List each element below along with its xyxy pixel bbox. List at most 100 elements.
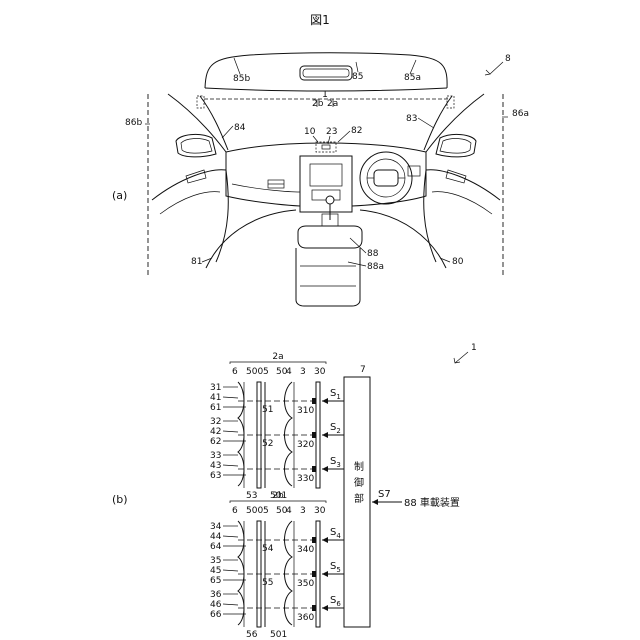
- optical-units: 2a65005504330S1314161S2324262S3334363515…: [210, 352, 344, 640]
- unit-inner-ref: 340: [297, 545, 314, 555]
- unit-top-ref: 500: [246, 367, 263, 377]
- ref-84: 84: [234, 123, 246, 133]
- unit-left-ref: 33: [210, 451, 221, 461]
- ref-86b: 86b: [125, 118, 142, 128]
- unit-top-ref: 5: [263, 506, 269, 516]
- unit-left-ref: 62: [210, 437, 221, 447]
- unit-top-ref: 30: [314, 506, 326, 516]
- ref-82: 82: [351, 126, 362, 136]
- door-left-inner: [160, 192, 220, 214]
- unit-top-ref: 5: [263, 367, 269, 377]
- ref-83: 83: [406, 114, 417, 124]
- unit-inner-ref: 350: [297, 579, 314, 589]
- steering-hub: [374, 170, 398, 186]
- signal-arrow: [322, 537, 328, 543]
- unit-left-ref: 45: [210, 566, 221, 576]
- signal-label-s4: S4: [330, 527, 341, 540]
- unit-inner-ref: 310: [297, 406, 314, 416]
- light-source: [312, 537, 316, 543]
- unit-left-leader: [223, 431, 238, 432]
- controller-ref: 7: [360, 365, 366, 375]
- unit-inner-ref: 360: [297, 613, 314, 623]
- unit-left-ref: 41: [210, 393, 221, 403]
- ref-system-1: 1: [471, 343, 477, 353]
- unit-bracket-2b: [230, 501, 326, 503]
- panel-a-vehicle-interior: (a): [112, 53, 529, 306]
- ref-88: 88: [367, 249, 379, 259]
- signal-arrow: [322, 398, 328, 404]
- center-display: [310, 164, 342, 186]
- signal-label-s6: S6: [330, 595, 341, 608]
- unit-left-leader: [223, 570, 238, 571]
- unit-inner-ref: 320: [297, 440, 314, 450]
- door-right-inner: [432, 192, 492, 214]
- unit-left-leader: [223, 604, 238, 605]
- ref-23: 23: [326, 127, 337, 137]
- unit-top-ref: 3: [300, 506, 306, 516]
- panel-b-label: (b): [112, 493, 128, 506]
- lens-array-4: [285, 382, 293, 486]
- unit-left-leader: [223, 397, 238, 398]
- unit-inner-ref: 54: [262, 544, 274, 554]
- unit-left-ref: 35: [210, 556, 221, 566]
- unit-top-ref: 6: [232, 506, 238, 516]
- unit-left-ref: 44: [210, 532, 222, 542]
- signal-label-s2: S2: [330, 422, 341, 435]
- armrest-88: [298, 226, 362, 248]
- unit-inner-ref: 52: [262, 439, 273, 449]
- panel-b-block-diagram: (b) 1 7 制御部 S7 88 車載装置 2a65005504330S131…: [112, 343, 477, 640]
- door-right: [424, 170, 500, 262]
- sensor-module-23: [322, 145, 330, 149]
- ref-88a: 88a: [367, 262, 384, 272]
- dashboard-lower-line: [232, 184, 300, 192]
- ref-10: 10: [304, 127, 316, 137]
- door-left-handle: [186, 170, 206, 183]
- rear-view-mirror: [300, 66, 352, 80]
- unit-bottom-ref: 53: [246, 491, 257, 501]
- panel-a-ref-labels: 8 85b 85 85a 1 2b 2a 86b 86a 84 83 10 23…: [125, 54, 529, 272]
- signal-label-s1: S1: [330, 388, 341, 401]
- unit-bottom-ref: 56: [246, 630, 258, 640]
- unit-top-ref: 6: [232, 367, 238, 377]
- door-right-handle: [446, 170, 466, 183]
- substrate-30: [316, 382, 320, 488]
- unit-top-ref: 30: [314, 367, 326, 377]
- seat-81: [206, 210, 296, 268]
- unit-left-ref: 42: [210, 427, 221, 437]
- unit-left-ref: 34: [210, 522, 222, 532]
- unit-left-ref: 46: [210, 600, 222, 610]
- ref-85: 85: [352, 72, 363, 82]
- module-2b: [197, 96, 204, 108]
- light-source: [312, 398, 316, 404]
- ref-86a: 86a: [512, 109, 529, 119]
- seat-80: [360, 210, 446, 268]
- dashboard-face: [226, 152, 300, 206]
- unit-left-ref: 31: [210, 383, 221, 393]
- figure-title: 図1: [310, 13, 330, 27]
- signal-label-s5: S5: [330, 561, 341, 574]
- ref-2b: 2b: [312, 99, 324, 109]
- ref-85a: 85a: [404, 73, 421, 83]
- unit-top-ref: 4: [286, 506, 292, 516]
- signal-s7-source: 88 車載装置: [404, 496, 460, 509]
- unit-name-2a: 2a: [272, 352, 283, 362]
- unit-left-ref: 63: [210, 471, 221, 481]
- unit-top-ref: 4: [286, 367, 292, 377]
- unit-left-ref: 64: [210, 542, 222, 552]
- light-source: [312, 466, 316, 472]
- lens-array-6: [238, 521, 244, 625]
- light-source: [312, 605, 316, 611]
- unit-name-2b: 2b: [272, 491, 284, 501]
- ref-80: 80: [452, 257, 464, 267]
- unit-left-ref: 61: [210, 403, 221, 413]
- light-source: [312, 571, 316, 577]
- dashboard-top: [226, 143, 426, 152]
- side-mirror-right: [436, 134, 476, 156]
- controller-label: 制御部: [352, 460, 364, 509]
- panel-a-label: (a): [112, 189, 127, 202]
- lens-array-4: [285, 521, 293, 625]
- light-source: [312, 432, 316, 438]
- signal-arrow: [322, 432, 328, 438]
- signal-arrow: [322, 571, 328, 577]
